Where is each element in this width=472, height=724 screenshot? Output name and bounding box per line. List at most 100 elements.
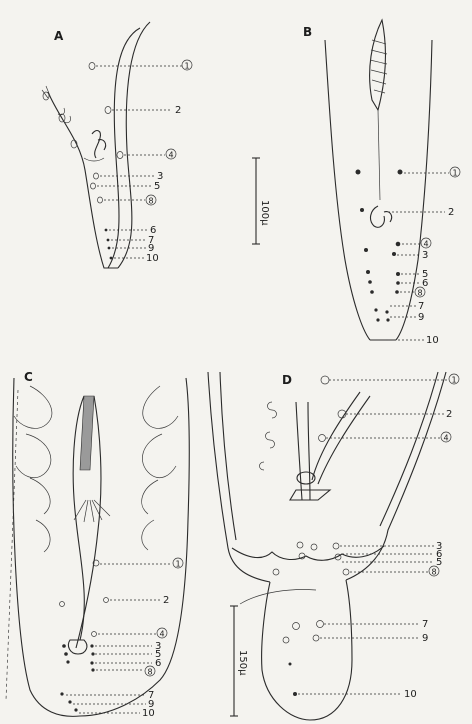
svg-text:9: 9: [418, 312, 424, 323]
panel-d-label: D: [282, 373, 292, 387]
panel-c-papilla: [64, 652, 68, 656]
panel-a-cloaca: [84, 158, 104, 161]
panel-b-papilla-9: [376, 318, 379, 321]
panel-d-papilla-8: [343, 569, 349, 575]
panel-a-papilla-2: [105, 107, 111, 114]
panel-c-bursa-left-lobes: [14, 386, 52, 552]
svg-text:1: 1: [453, 169, 458, 178]
svg-text:2: 2: [448, 207, 454, 218]
svg-text:10: 10: [146, 253, 159, 264]
panel-a-papilla-7: [107, 239, 110, 242]
panel-d-papilla-7: [293, 623, 300, 630]
panel-d-tail: [262, 580, 352, 720]
panel-a-papilla-ventral: [43, 92, 49, 100]
panel-c: C 1 2 4 3 5 6: [6, 370, 189, 719]
panel-c-papilla-8: [91, 668, 94, 671]
panel-b-spicule-sheath: [370, 20, 386, 110]
panel-b: B 1 2 4 3 5 6: [303, 20, 460, 346]
panel-c-gubernaculum-fan: [74, 500, 110, 522]
panel-a-setae: [42, 86, 71, 123]
panel-b-right-wall: [396, 40, 432, 340]
panel-c-papilla: [66, 660, 69, 663]
panel-d-papilla: [333, 543, 339, 549]
panel-b-papilla-1: [398, 170, 403, 175]
svg-text:4: 4: [169, 151, 174, 160]
panel-c-papilla-7: [60, 692, 63, 695]
panel-d-right-inner: [380, 372, 438, 526]
panel-b-cloaca: [371, 206, 392, 227]
panel-a-papilla-5: [91, 183, 96, 189]
panel-d-papilla-3: [311, 544, 317, 550]
svg-text:9: 9: [422, 633, 428, 644]
panel-b-left-wall: [325, 40, 370, 340]
panel-c-bursa-right-lobes: [142, 386, 178, 550]
panel-d-papilla-8: [273, 569, 279, 575]
panel-c-outline: [13, 378, 190, 716]
panel-b-gubernaculum: [378, 110, 380, 200]
panel-c-papilla-3: [90, 644, 93, 647]
panel-d-papilla-7: [317, 621, 324, 628]
svg-text:1: 1: [452, 376, 457, 385]
svg-text:5: 5: [436, 557, 442, 568]
svg-text:6: 6: [155, 658, 161, 669]
panel-d-papilla-9: [283, 637, 289, 643]
svg-text:10: 10: [142, 708, 155, 719]
panel-b-papilla: [370, 290, 374, 294]
svg-text:2: 2: [446, 409, 452, 420]
panel-b-papilla-8: [395, 290, 399, 294]
panel-b-papilla-9: [386, 318, 389, 321]
svg-text:7: 7: [418, 301, 424, 312]
panel-a: A 1 2 4 3 5 8 6 7: [42, 22, 192, 268]
panel-d-right-outer: [346, 372, 446, 580]
panel-a-papilla-10: [110, 257, 113, 260]
panel-c-papilla-2: [104, 598, 109, 603]
panel-b-papilla-6: [396, 281, 400, 285]
panel-c-label: C: [24, 370, 33, 384]
svg-text:4: 4: [424, 240, 429, 249]
panel-b-papilla-5: [396, 272, 400, 276]
panel-a-spicule: [92, 131, 106, 158]
svg-text:10: 10: [404, 689, 417, 700]
panel-d-papilla-1: [321, 376, 329, 384]
panel-d-spicule-mid: [308, 402, 310, 500]
panel-b-papilla: [368, 280, 372, 284]
panel-d-bursa-margin: [232, 546, 384, 560]
svg-text:1: 1: [176, 560, 181, 569]
scale-bar-bottom-label: 150μ: [237, 650, 248, 676]
panel-c-bursa-ray: [6, 390, 18, 700]
panel-b-papilla-7: [385, 310, 388, 313]
svg-text:2: 2: [175, 105, 181, 116]
panel-d-left-outer: [208, 372, 270, 582]
panel-c-papilla-6: [90, 661, 93, 664]
panel-c-papilla-9: [68, 700, 71, 703]
svg-text:4: 4: [444, 434, 449, 443]
panel-a-papilla-1: [89, 63, 95, 70]
scale-bar-top: 100μ: [252, 158, 270, 244]
svg-text:8: 8: [149, 197, 154, 206]
panel-d-papilla: [297, 542, 303, 548]
svg-text:5: 5: [154, 181, 160, 192]
svg-text:4: 4: [160, 630, 165, 639]
svg-text:1: 1: [185, 62, 190, 71]
svg-text:3: 3: [422, 250, 428, 261]
panel-a-papilla-3: [94, 173, 99, 179]
svg-text:6: 6: [422, 278, 428, 289]
svg-text:10: 10: [426, 335, 439, 346]
svg-text:2: 2: [163, 595, 169, 606]
panel-a-outer-wall: [108, 28, 140, 268]
panel-d-papilla-10: [293, 692, 297, 696]
panel-a-papilla-9: [108, 247, 111, 250]
panel-b-papilla: [364, 248, 368, 252]
panel-d-cervical-papillae: [260, 402, 277, 470]
panel-d-papilla-9: [313, 635, 319, 641]
panel-d-papilla: [289, 663, 292, 666]
panel-b-papilla-1: [356, 170, 361, 175]
panel-d-papilla-4: [319, 435, 326, 442]
panel-b-papilla-3: [392, 252, 396, 256]
svg-text:7: 7: [422, 619, 428, 630]
svg-text:8: 8: [432, 568, 437, 577]
panel-a-papilla-6: [105, 229, 108, 232]
panel-c-papilla-10: [74, 708, 77, 711]
panel-b-papilla-7: [374, 308, 377, 311]
